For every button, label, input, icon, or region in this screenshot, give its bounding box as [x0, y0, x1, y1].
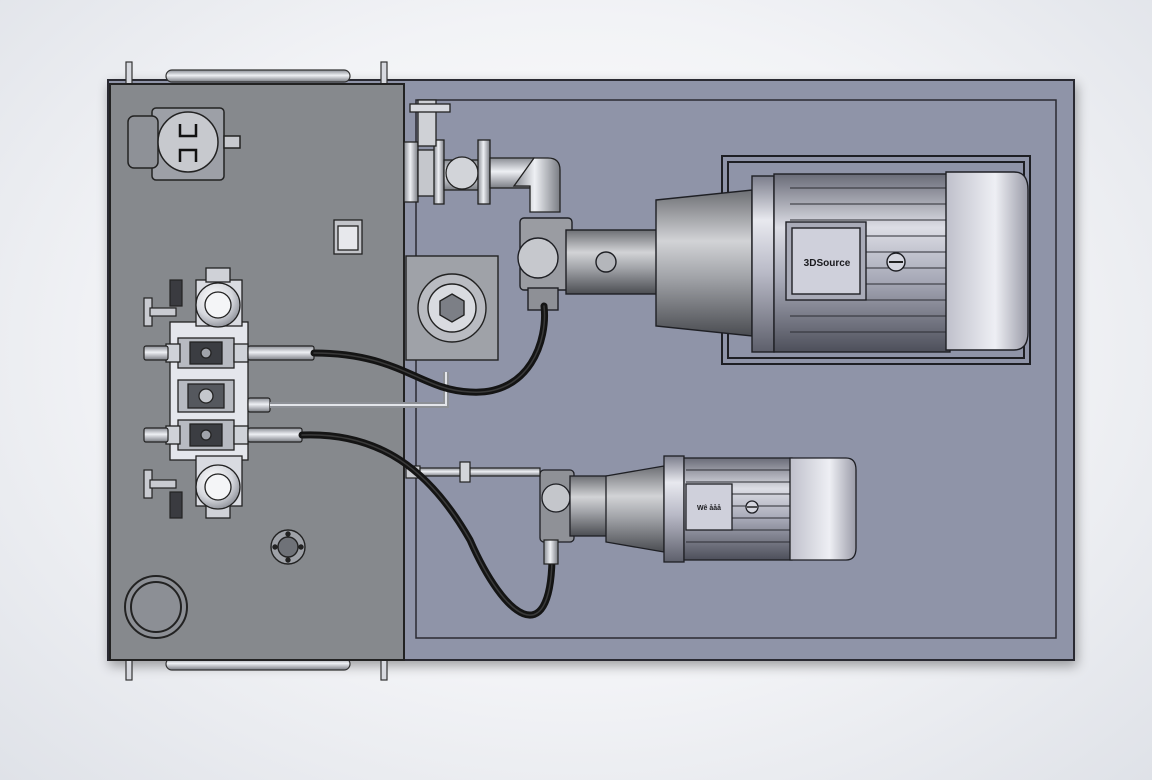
breather-cap — [333, 219, 363, 255]
small-motor-pump — [539, 455, 857, 563]
return-filter — [405, 255, 499, 361]
inspection-cover — [124, 575, 188, 639]
needle-valve-upper — [143, 279, 183, 327]
pressure-gauge-upper — [195, 282, 241, 328]
needle-valve-lower — [143, 469, 183, 519]
large-motor-pump — [517, 171, 1029, 353]
solenoid-valve-middle — [177, 379, 235, 413]
manifold-fittings-left — [143, 345, 169, 443]
small-pump-outlet-fitting — [543, 539, 559, 565]
suction-ball-valve — [403, 99, 561, 213]
filler-port — [270, 529, 306, 565]
solenoid-valve-lower — [165, 419, 249, 451]
small-motor-nameplate: Wê ååå — [697, 504, 721, 512]
manifold-outlet-fittings — [247, 345, 315, 443]
pressure-gauge-lower — [195, 464, 241, 510]
level-switch-housing — [127, 107, 241, 181]
large-motor-nameplate: 3DSource — [804, 258, 851, 269]
skid-inner-frame — [415, 99, 1057, 639]
